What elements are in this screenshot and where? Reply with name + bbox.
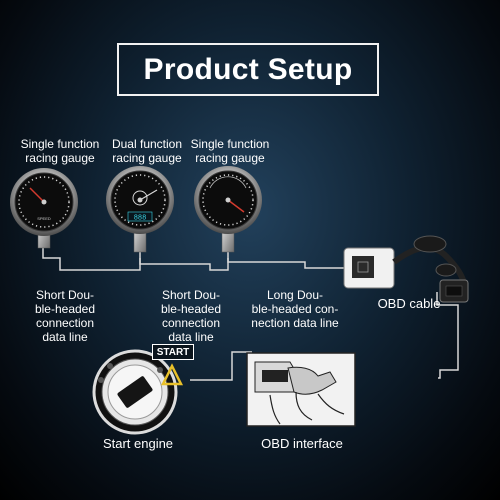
obd-interface-illustration xyxy=(246,352,356,427)
gauge-1-label: Single function racing gauge xyxy=(20,137,100,165)
svg-text:888: 888 xyxy=(134,215,147,223)
gauge-3-label: Single function racing gauge xyxy=(190,137,270,165)
wiring xyxy=(42,248,459,381)
cable-1-label: Short Dou- ble-headed connection data li… xyxy=(34,288,96,344)
gauge-3 xyxy=(194,166,262,253)
obd-cable-device xyxy=(343,235,469,303)
svg-text:SPEED: SPEED xyxy=(37,216,51,221)
start-run xyxy=(190,351,252,381)
obd-cable-label: OBD cable xyxy=(377,296,441,311)
gauge-1: SPEED xyxy=(10,168,78,249)
obd-interface-label: OBD interface xyxy=(261,436,343,451)
obd-run xyxy=(436,292,459,379)
cable-2-label: Short Dou- ble-headed connection data li… xyxy=(160,288,222,344)
gauge-2-label: Dual function racing gauge xyxy=(111,137,183,165)
cable-run-2 xyxy=(139,252,229,271)
cable-run-3 xyxy=(227,252,360,269)
title-box: Product Setup xyxy=(117,43,379,96)
start-engine-label: Start engine xyxy=(102,436,174,451)
start-position-marker xyxy=(160,363,184,386)
cable-run-1 xyxy=(42,248,141,271)
gauge-2: 888 xyxy=(106,166,174,253)
ignition-switch xyxy=(92,349,184,435)
page-title: Product Setup xyxy=(143,52,353,86)
start-badge: START xyxy=(152,344,194,360)
cable-3-label: Long Dou- ble-headed con- nection data l… xyxy=(251,288,339,330)
